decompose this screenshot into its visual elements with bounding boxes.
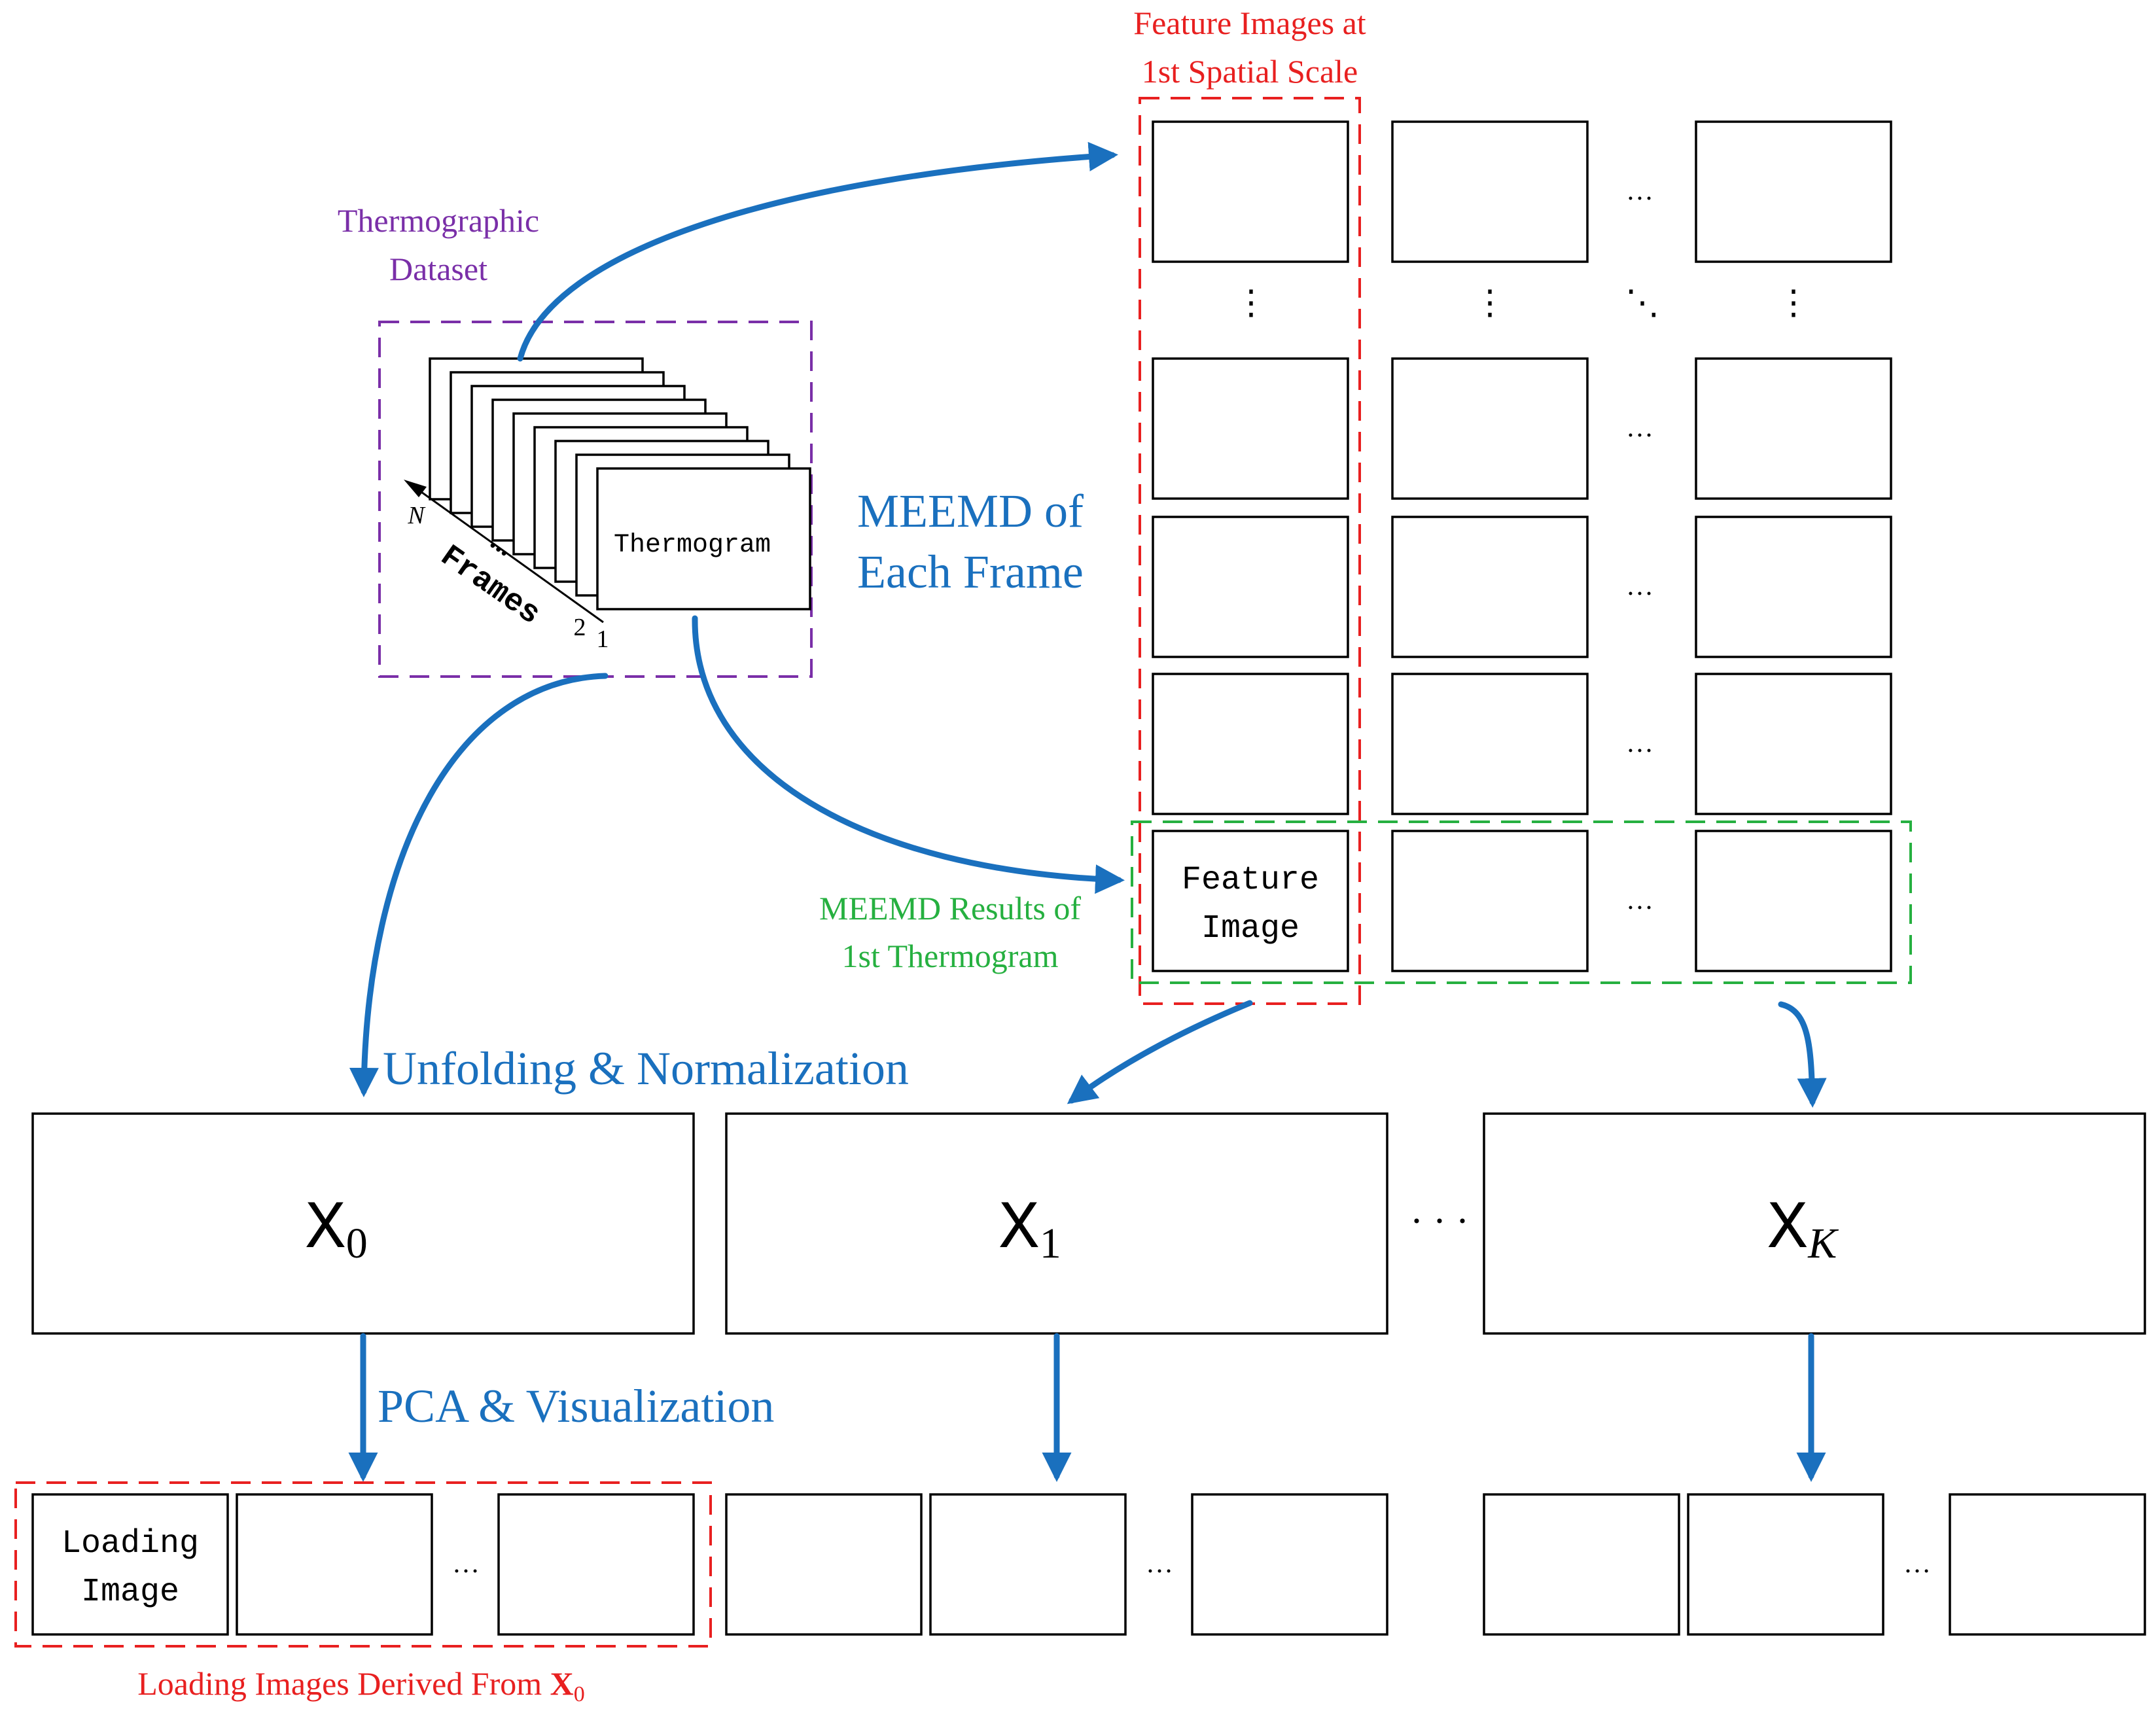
ellipsis: … — [1903, 1549, 1931, 1579]
feature-image-first — [1152, 830, 1349, 972]
ellipsis: … — [1626, 413, 1653, 443]
frame-index-1: 1 — [597, 626, 609, 653]
dataset-label-line2: Dataset — [389, 251, 487, 287]
feature-image — [1391, 673, 1589, 815]
feature-image — [1695, 357, 1892, 500]
loading-caption: Loading Images Derived From X0 — [137, 1665, 585, 1706]
pca-arrows — [348, 1333, 1826, 1482]
meemd-label-line1: MEEMD of — [857, 485, 1084, 537]
frame-last — [596, 467, 811, 610]
feature-scale-label-line2: 1st Spatial Scale — [1142, 53, 1358, 90]
vdots: ⋮ — [1234, 285, 1268, 322]
feature-image — [1391, 120, 1589, 263]
axis-arrowhead — [404, 480, 427, 497]
feature-image — [1695, 516, 1892, 658]
ellipsis: … — [1626, 571, 1653, 601]
feature-image — [1391, 357, 1589, 500]
x0-loading-dashed-frame — [14, 1481, 712, 1648]
vdots: ⋮ — [1473, 285, 1507, 322]
frame-index-2: 2 — [574, 614, 586, 641]
unfolding-label: Unfolding & Normalization — [383, 1042, 909, 1095]
loading-image — [1949, 1493, 2146, 1636]
ellipsis: … — [1626, 728, 1653, 758]
matrix-row: X0 X1 · · · XK — [31, 1112, 2146, 1335]
dataset-label-line1: Thermographic — [338, 202, 539, 239]
frame-stack: Thermogram — [429, 357, 811, 610]
pca-label: PCA & Visualization — [378, 1380, 774, 1432]
loading-image — [1483, 1493, 1680, 1636]
meemd-results-label-line2: 1st Thermogram — [842, 938, 1059, 974]
arrow-to-x1 — [1067, 1000, 1253, 1104]
feature-image — [1391, 516, 1589, 658]
loading-image — [497, 1493, 695, 1636]
matrix-x0-symbol: X0 — [305, 1191, 367, 1268]
loading-image — [236, 1493, 433, 1636]
matrix-between-dots: · · · — [1410, 1199, 1469, 1243]
matrix-x1-symbol: X1 — [998, 1191, 1061, 1268]
ellipsis: … — [452, 1549, 480, 1579]
meemd-label-line2: Each Frame — [857, 546, 1084, 598]
loading-image-label-line1: Loading — [62, 1525, 199, 1562]
feature-scale-label-line1: Feature Images at — [1133, 5, 1366, 41]
feature-image — [1695, 830, 1892, 972]
ddots: ⋱ — [1625, 285, 1659, 322]
arrow-to-meemd-results — [692, 615, 1125, 894]
loading-image-label-line2: Image — [81, 1574, 179, 1611]
feature-image — [1152, 516, 1349, 658]
first-thermogram-dashed-frame — [1131, 820, 1912, 984]
arrow-to-feature-images — [517, 141, 1118, 362]
feature-image — [1152, 120, 1349, 263]
loading-image — [1687, 1493, 1884, 1636]
feature-image — [1152, 673, 1349, 815]
matrix-xk — [1483, 1112, 2146, 1335]
flow-arrows — [349, 141, 1827, 1108]
loading-image-first — [31, 1493, 229, 1636]
feature-image — [1152, 357, 1349, 500]
matrix-x1 — [725, 1112, 1388, 1335]
matrix-x0 — [31, 1112, 695, 1335]
loading-image — [725, 1493, 923, 1636]
thermogram-label: Thermogram — [614, 531, 771, 560]
ellipsis: … — [1626, 176, 1653, 206]
matrix-xk-symbol: XK — [1767, 1191, 1839, 1268]
loading-image — [1191, 1493, 1388, 1636]
feature-image-label-line2: Image — [1201, 910, 1299, 947]
feature-image-grid: Feature Images at 1st Spatial Scale … ⋮ … — [819, 5, 1912, 1005]
feature-image — [1695, 120, 1892, 263]
arrow-to-xk — [1778, 1001, 1827, 1108]
feature-image — [1695, 673, 1892, 815]
axis-end-label: N — [407, 502, 426, 529]
ellipsis: … — [1146, 1549, 1173, 1579]
ellipsis: … — [1626, 885, 1653, 915]
thermographic-dataset: Thermographic Dataset Thermogram N ... F… — [338, 202, 813, 678]
arrow-to-x0 — [349, 673, 609, 1097]
loading-image — [929, 1493, 1127, 1636]
feature-image — [1391, 830, 1589, 972]
loading-images: Loading Image … … … Loading Images Deriv… — [14, 1481, 2146, 1706]
feature-image-label-line1: Feature — [1182, 862, 1319, 899]
vdots: ⋮ — [1776, 285, 1811, 322]
meemd-results-label-line1: MEEMD Results of — [819, 890, 1081, 926]
